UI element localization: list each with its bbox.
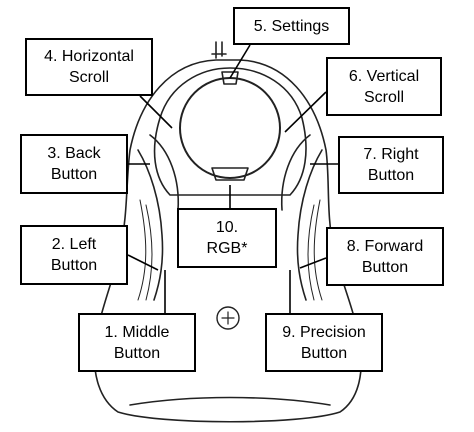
- right-wing: [296, 149, 323, 301]
- middle-button-label: 1. Middle Button: [78, 313, 196, 372]
- left-wing: [137, 149, 164, 301]
- leader-vscroll: [284, 91, 327, 133]
- precision-button-label: 9. Precision Button: [265, 313, 383, 372]
- right-button-label: 7. Right Button: [338, 136, 444, 194]
- logo-mark: [216, 306, 240, 330]
- vertical-scroll-label: 6. Vertical Scroll: [326, 57, 442, 116]
- leader-forward: [299, 257, 327, 269]
- trackball: [179, 77, 281, 179]
- leader-hscroll: [139, 95, 173, 129]
- leader-settings: [229, 44, 251, 79]
- settings-label: 5. Settings: [233, 7, 350, 45]
- leader-left: [127, 254, 159, 271]
- rgb-label: 10. RGB*: [177, 208, 277, 268]
- forward-button-label: 8. Forward Button: [326, 227, 444, 286]
- back-button-label: 3. Back Button: [20, 134, 128, 194]
- top-housing: [153, 67, 307, 196]
- cable: [211, 41, 227, 59]
- horizontal-scroll-label: 4. Horizontal Scroll: [25, 38, 153, 96]
- left-button-label: 2. Left Button: [20, 225, 128, 285]
